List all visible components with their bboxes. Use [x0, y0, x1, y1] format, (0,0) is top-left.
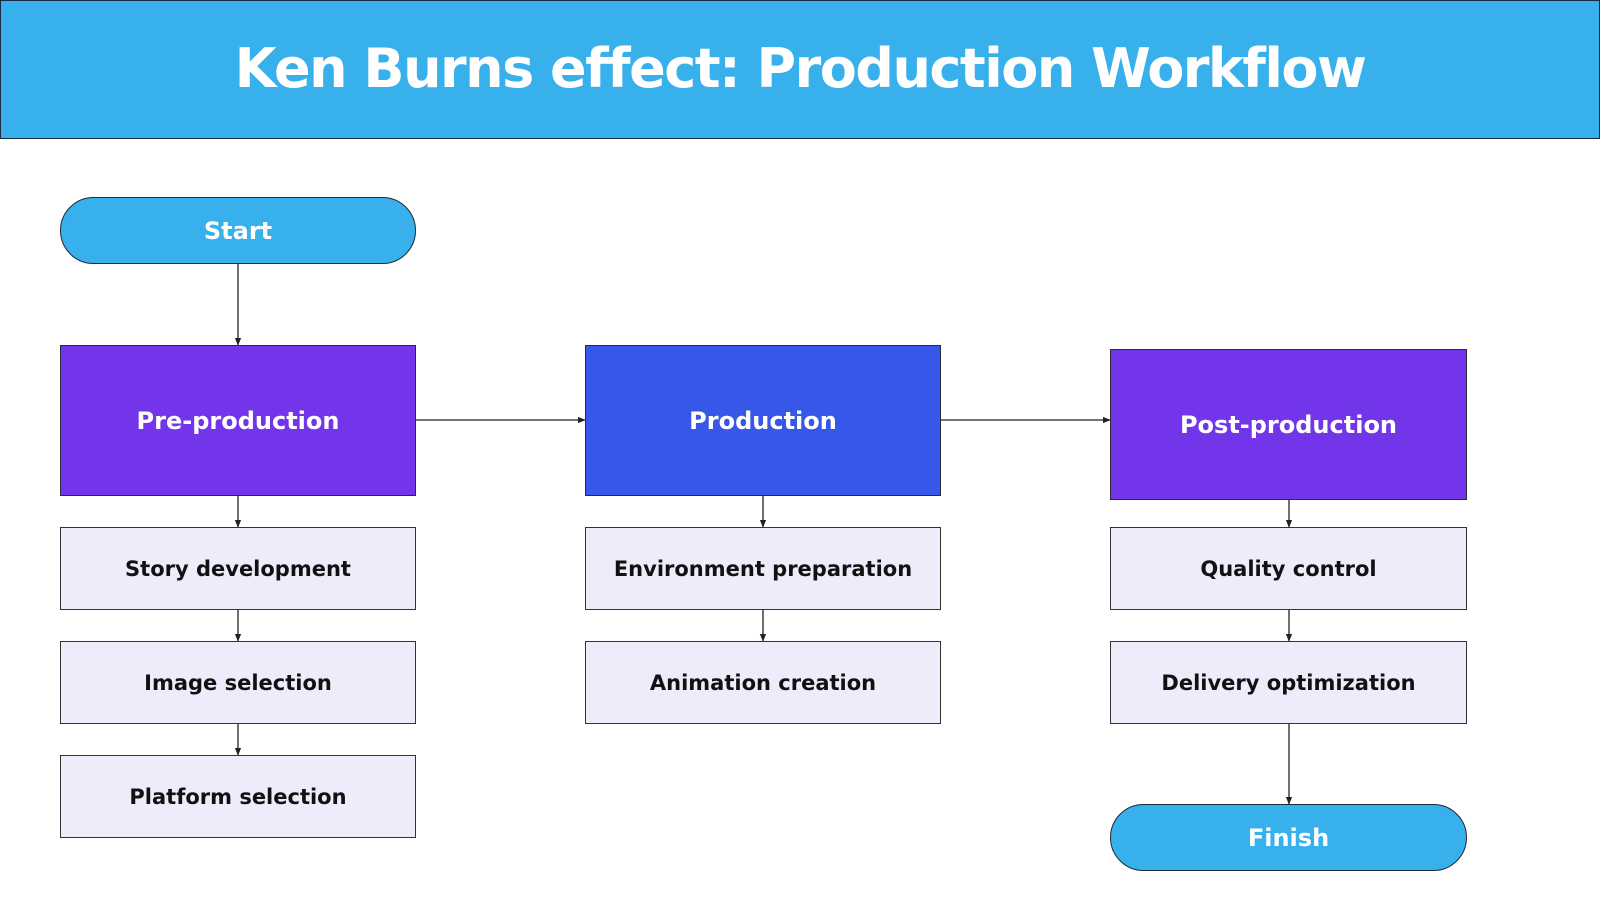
title-banner: Ken Burns effect: Production Workflow [0, 0, 1600, 139]
start-node[interactable]: Start [60, 197, 416, 264]
task-environment-preparation[interactable]: Environment preparation [585, 527, 941, 610]
phase-preproduction[interactable]: Pre-production [60, 345, 416, 496]
phase-label: Pre-production [136, 406, 340, 435]
task-delivery-optimization[interactable]: Delivery optimization [1110, 641, 1467, 724]
task-label: Animation creation [649, 670, 877, 695]
phase-production[interactable]: Production [585, 345, 941, 496]
task-label: Quality control [1200, 556, 1377, 581]
task-quality-control[interactable]: Quality control [1110, 527, 1467, 610]
finish-node[interactable]: Finish [1110, 804, 1467, 871]
task-label: Story development [125, 556, 351, 581]
task-label: Delivery optimization [1161, 670, 1416, 695]
phase-label: Post-production [1179, 410, 1398, 439]
task-label: Image selection [144, 670, 332, 695]
task-label: Environment preparation [613, 556, 913, 581]
task-story-development[interactable]: Story development [60, 527, 416, 610]
task-animation-creation[interactable]: Animation creation [585, 641, 941, 724]
task-label: Platform selection [129, 784, 347, 809]
finish-label: Finish [1247, 823, 1330, 852]
start-label: Start [203, 216, 273, 245]
task-platform-selection[interactable]: Platform selection [60, 755, 416, 838]
page-title: Ken Burns effect: Production Workflow [234, 36, 1367, 100]
phase-label: Production [689, 406, 837, 435]
phase-postproduction[interactable]: Post-production [1110, 349, 1467, 500]
task-image-selection[interactable]: Image selection [60, 641, 416, 724]
